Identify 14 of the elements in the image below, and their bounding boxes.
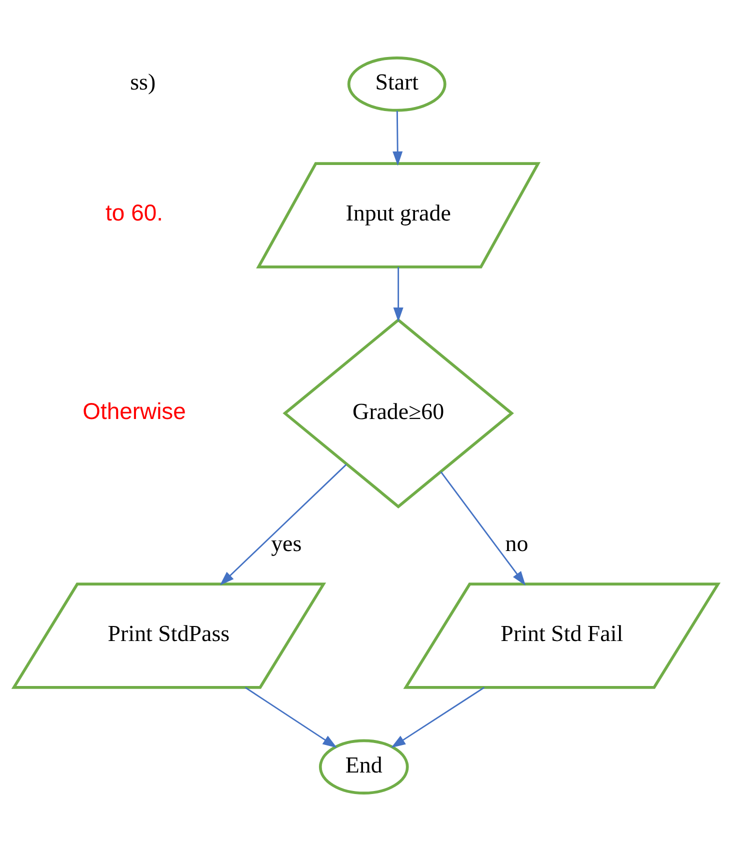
node-diamond: Grade≥60 [282,318,514,508]
arrow [391,686,485,748]
label: Otherwise [82,398,186,424]
arrow [440,471,526,586]
edge-label: yes [271,530,302,556]
arrow [393,266,404,322]
node-ellipse: End [318,739,409,795]
label: to 60. [106,200,163,226]
arrow [392,110,403,166]
edge-label: no [505,530,528,556]
arrow [220,464,347,586]
node-ellipse: Start [347,56,446,112]
label: ss) [130,70,156,95]
arrow [244,686,338,748]
